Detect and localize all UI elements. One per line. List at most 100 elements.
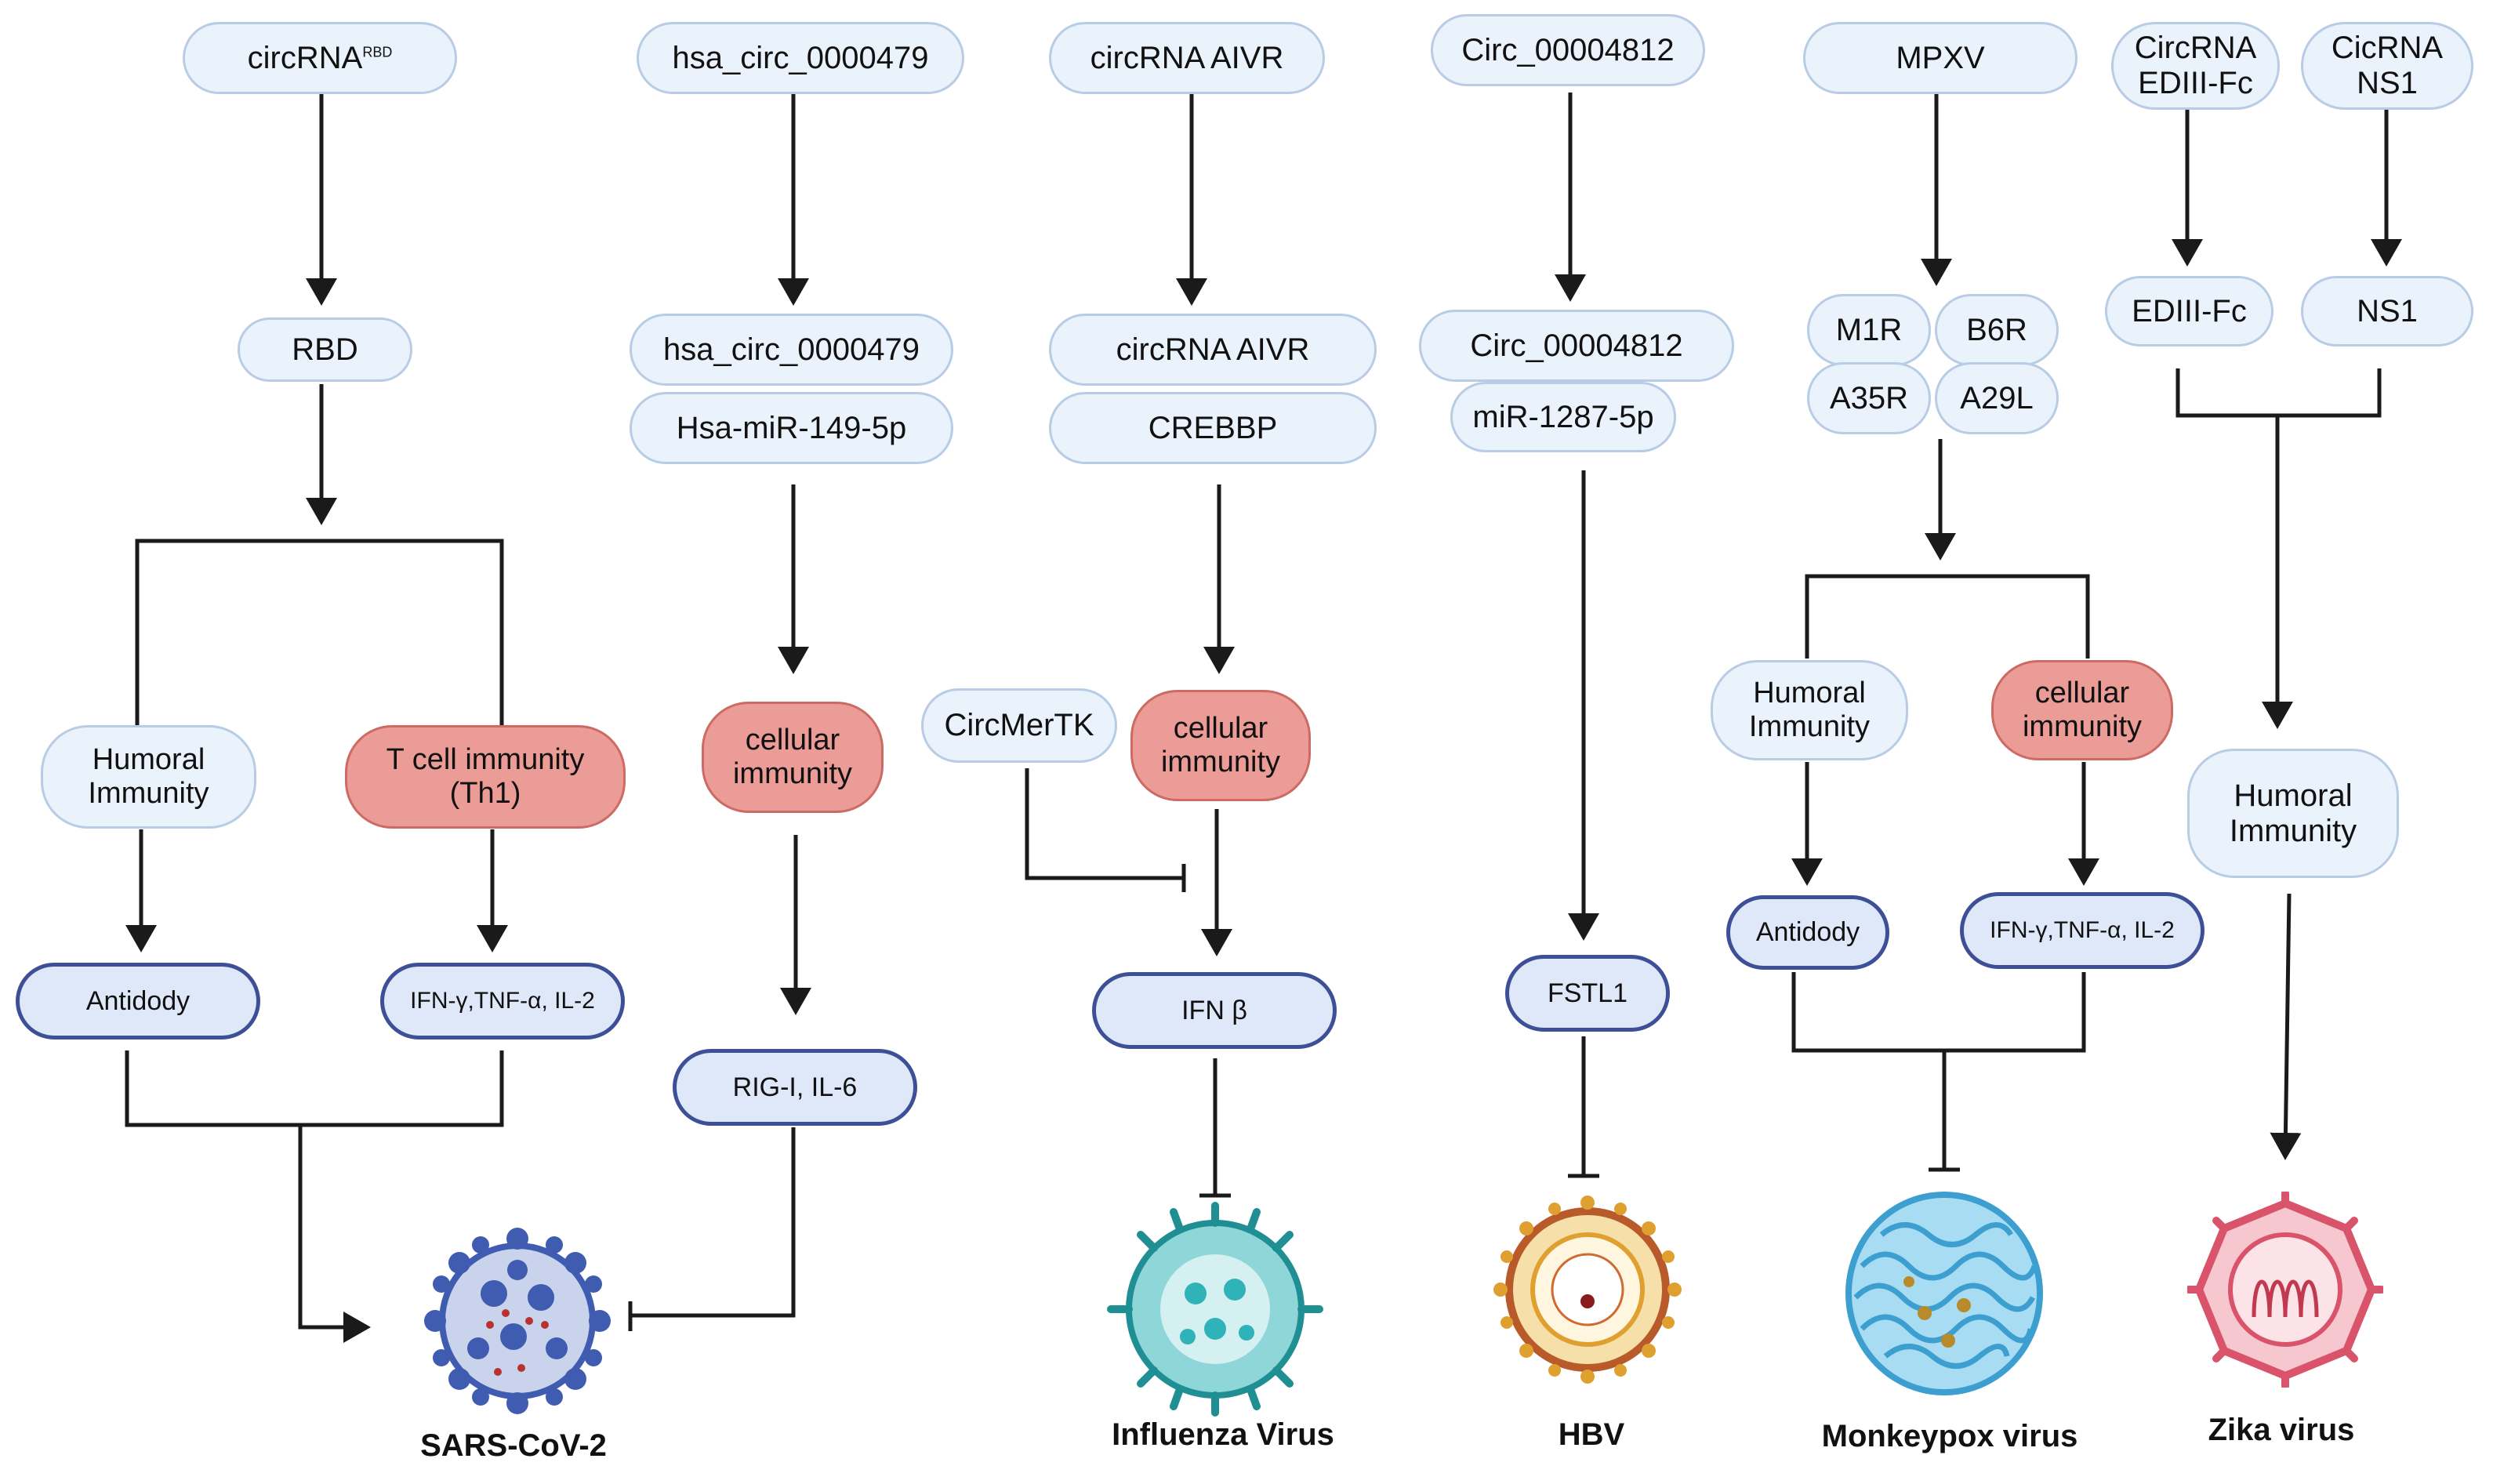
rbd-antigen-label: RBD [292,332,358,367]
sars-cytokines-node: IFN-γ,TNF-α, IL-2 [380,963,625,1040]
hsa-cellular-line-1: cellular [745,724,840,757]
influenza-cellular-line-2: immunity [1160,746,1281,778]
tcell-line-2: (Th1) [449,777,521,810]
a29l-antigen-node: A29L [1935,362,2059,434]
ifn-beta-label: IFN β [1181,995,1247,1025]
aivr-pair-top-node: circRNA AIVR [1049,314,1377,386]
monkeypox-virus-icon [1845,1192,2043,1395]
humoral-line-1: Humoral [92,743,205,777]
aivr-source-node: circRNA AIVR [1049,22,1325,94]
ns1-source-line-2: NS1 [2357,66,2418,100]
a29l-label: A29L [1960,380,2034,415]
sars-cov-2-label: SARS-CoV-2 [420,1428,607,1463]
circrna-rbd-label: circRNA [247,40,363,75]
join-antibody-cytokines [1791,972,2086,1053]
m1r-label: M1R [1835,312,1903,347]
mpxv-cellular-line-1: cellular [2034,677,2130,710]
inhibit-circmertk-to-ifn [1025,768,1184,880]
b6r-antigen-node: B6R [1935,294,2059,366]
tcell-immunity-node: T cell immunity(Th1) [345,725,626,829]
mir-1287-label: miR-1287-5p [1472,399,1654,434]
mpxv-antibody-label: Antidody [1755,917,1860,948]
mir-1287-node: miR-1287-5p [1450,382,1676,452]
ediii-source-line-2: EDIII-Fc [2138,66,2253,100]
influenza-virus-label: Influenza Virus [1112,1417,1334,1452]
mpxv-cytokines-label: IFN-γ,TNF-α, IL-2 [1990,917,2175,944]
circ-00004812-source-node: Circ_00004812 [1431,14,1705,86]
influenza-virus-icon [1107,1202,1323,1417]
mpxv-humoral-line-1: Humoral [1753,677,1866,710]
hbv-virus-icon [1493,1196,1682,1384]
hsa-circ-source-node: hsa_circ_0000479 [637,22,964,94]
mir-149-node: Hsa-miR-149-5p [630,392,953,464]
ns1-antigen-label: NS1 [2357,293,2418,328]
mpxv-humoral-line-2: Immunity [1748,710,1871,743]
mpxv-source-label: MPXV [1896,40,1985,75]
fstl1-label: FSTL1 [1547,978,1628,1008]
sars-cov-2-virus-icon [424,1228,611,1414]
rig-i-il6-node: RIG-I, IL-6 [673,1049,917,1126]
mpxv-source-node: MPXV [1803,22,2078,94]
b6r-label: B6R [1966,312,2027,347]
aivr-pair-top-label: circRNA AIVR [1116,332,1310,367]
ifn-beta-node: IFN β [1092,972,1337,1049]
zika-humoral-line-1: Humoral [2234,778,2353,813]
sars-cytokines-label: IFN-γ,TNF-α, IL-2 [410,988,595,1014]
circrna-rbd-node: circRNARBD [183,22,457,94]
influenza-cellular-line-1: cellular [1173,712,1268,746]
arrow-humoral-to-zika [2270,893,2302,1160]
hsa-circ-pair-top-label: hsa_circ_0000479 [663,332,920,367]
ediii-fc-antigen-label: EDIII-Fc [2132,293,2247,328]
mpxv-cellular-line-2: immunity [2022,710,2143,743]
hsa-circ-pair-top-node: hsa_circ_0000479 [630,314,953,386]
zika-virus-label: Zika virus [2208,1413,2355,1447]
aivr-source-label: circRNA AIVR [1090,40,1284,75]
ediii-source-line-1: CircRNA [2134,31,2257,66]
ediii-fc-antigen-node: EDIII-Fc [2105,276,2273,347]
humoral-line-2: Immunity [88,777,209,810]
a35r-antigen-node: A35R [1807,362,1931,434]
rbd-antigen-node: RBD [238,317,412,382]
monkeypox-virus-label: Monkeypox virus [1821,1419,2078,1453]
rig-i-il6-label: RIG-I, IL-6 [732,1072,858,1102]
inhibit-rigi-to-sars [630,1127,796,1318]
sars-antibody-node: Antidody [16,963,260,1040]
a35r-label: A35R [1829,380,1909,415]
zika-virus-icon [2187,1192,2383,1388]
tcell-line-1: T cell immunity [386,743,585,777]
branch-humoral-tcell [135,539,504,727]
ns1-antigen-node: NS1 [2301,276,2473,347]
sars-antibody-label: Antidody [85,985,191,1016]
circrna-rbd-superscript: RBD [362,44,393,60]
circmertk-node: CircMerTK [921,688,1117,763]
circ-00004812-source-label: Circ_00004812 [1461,32,1675,67]
fstl1-node: FSTL1 [1505,955,1670,1032]
circmertk-label: CircMerTK [944,708,1094,743]
mir-149-label: Hsa-miR-149-5p [676,410,907,445]
crebbp-node: CREBBP [1049,392,1377,464]
hbv-label: HBV [1558,1417,1625,1452]
m1r-antigen-node: M1R [1807,294,1931,366]
hsa-circ-source-label: hsa_circ_0000479 [672,40,929,75]
circ-00004812-pair-top-node: Circ_00004812 [1419,310,1734,382]
join-antibody-cytokines [125,1050,504,1127]
mpxv-cytokines-node: IFN-γ,TNF-α, IL-2 [1960,892,2205,969]
zika-humoral-line-2: Immunity [2229,813,2357,848]
circ-00004812-pair-top-label: Circ_00004812 [1470,328,1683,363]
ns1-source-line-1: CicRNA [2331,31,2444,66]
join-ediii-ns1 [2175,368,2382,418]
hsa-cellular-line-2: immunity [732,757,853,790]
arrow-to-sars-cov2 [298,1125,371,1343]
crebbp-label: CREBBP [1148,410,1278,445]
mpxv-antibody-node: Antidody [1726,895,1889,970]
